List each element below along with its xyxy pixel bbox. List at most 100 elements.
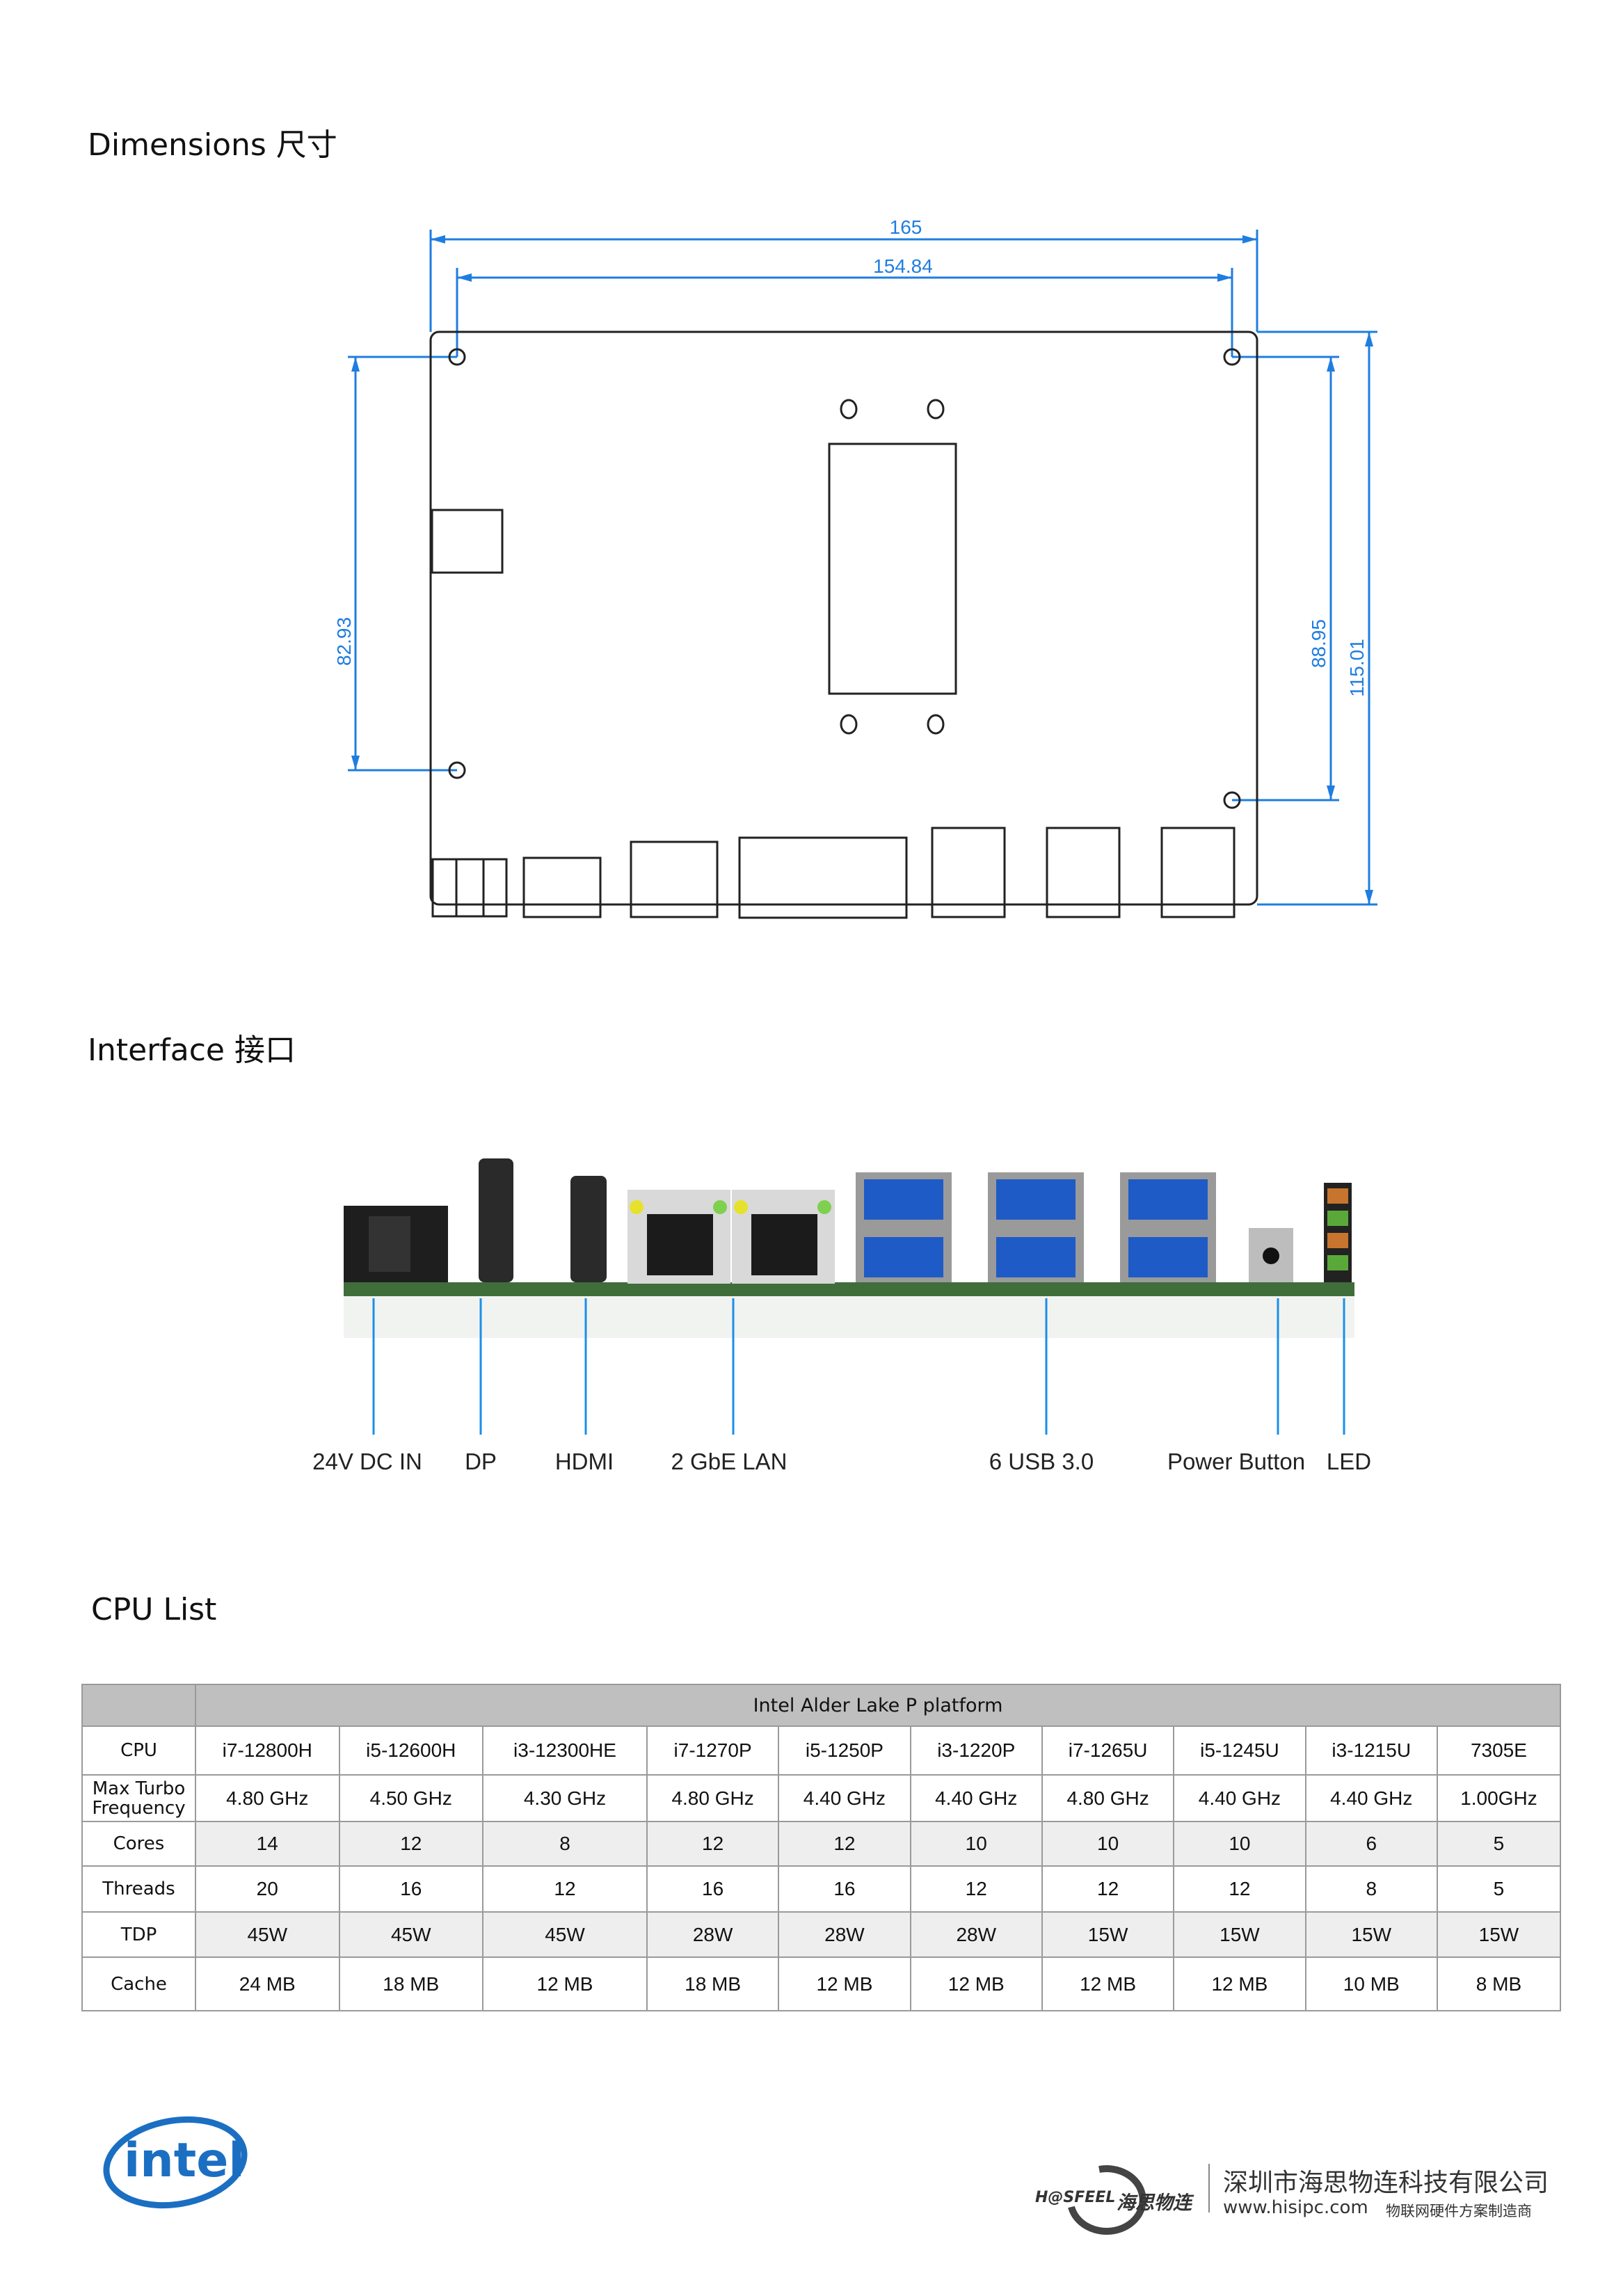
dimensions-heading: Dimensions 尺寸	[88, 127, 337, 163]
table-cell: 12	[778, 1821, 911, 1867]
table-cell: 12 MB	[1173, 1956, 1306, 2011]
row-label: Max Turbo Frequency	[81, 1774, 196, 1822]
table-cell: 28W	[778, 1911, 911, 1958]
svg-text:H@SFEEL: H@SFEEL	[1035, 2189, 1115, 2206]
table-cell: 16	[338, 1865, 484, 1913]
dimension-lines	[348, 230, 1377, 906]
table-cell: 12	[482, 1865, 648, 1913]
label-usb: 6 USB 3.0	[989, 1449, 1094, 1474]
label-dp: DP	[465, 1449, 497, 1474]
sim-slot	[431, 509, 504, 574]
table-cell: i7-1265U	[1041, 1725, 1175, 1776]
dim-115-label: 115.01	[1346, 639, 1368, 697]
table-cell: 10	[1173, 1821, 1306, 1867]
table-cell: 28W	[909, 1911, 1043, 1958]
table-cell: 4.30 GHz	[482, 1774, 648, 1822]
table-cell: 5	[1436, 1821, 1562, 1867]
label-power-button: Power Button	[1167, 1449, 1306, 1474]
table-cell: i3-1215U	[1304, 1725, 1438, 1776]
usb-outline	[931, 827, 1006, 918]
board-dimension-drawing: 165 154.84 82.93 88.95 115.01	[333, 216, 1377, 919]
cpu-list-heading: CPU List	[91, 1592, 217, 1627]
company-slogan: 物联网硬件方案制造商	[1386, 2203, 1532, 2219]
svg-text:intel: intel	[124, 2133, 245, 2188]
table-cell: i7-1270P	[646, 1725, 780, 1776]
table-cell: 8 MB	[1436, 1956, 1562, 2011]
table-cell: 28W	[646, 1911, 780, 1958]
table-cell: 12	[1041, 1865, 1175, 1913]
dc-jack-outline	[431, 858, 508, 918]
callout-lines	[372, 1298, 1345, 1435]
table-cell: 12	[338, 1821, 484, 1867]
table-cell: 12 MB	[482, 1956, 648, 2011]
table-cell: 6	[1304, 1821, 1438, 1867]
table-cell: 5	[1436, 1865, 1562, 1913]
table-cell: 4.40 GHz	[778, 1774, 911, 1822]
table-cell: 15W	[1436, 1911, 1562, 1958]
table-cell: 4.50 GHz	[338, 1774, 484, 1822]
cpu-area	[828, 443, 957, 695]
table-cell: 10	[909, 1821, 1043, 1867]
table-cell: 12	[1173, 1865, 1306, 1913]
table-cell: 15W	[1173, 1911, 1306, 1958]
usb-ports	[856, 1172, 1216, 1282]
lan-outline	[738, 836, 908, 919]
dp-outline	[630, 840, 719, 918]
row-label: Threads	[81, 1865, 196, 1913]
table-cell: 4.80 GHz	[646, 1774, 780, 1822]
table-cell: i5-1245U	[1173, 1725, 1306, 1776]
table-cell: 8	[1304, 1865, 1438, 1913]
interface-heading: Interface 接口	[88, 1033, 296, 1068]
table-cell: 10	[1041, 1821, 1175, 1867]
label-lan: 2 GbE LAN	[671, 1449, 787, 1474]
table-cell: 7305E	[1436, 1725, 1562, 1776]
intel-logo: intel	[103, 2116, 248, 2209]
table-cell: 12 MB	[1041, 1956, 1175, 2011]
label-led: LED	[1326, 1449, 1372, 1474]
table-cell: 16	[646, 1865, 780, 1913]
company-name: 深圳市海思物连科技有限公司	[1223, 2169, 1549, 2197]
dp-connector	[479, 1158, 513, 1282]
table-header-row: Intel Alder Lake P platform	[81, 1684, 1561, 1727]
table-cell: 12	[646, 1821, 780, 1867]
row-label: TDP	[81, 1911, 196, 1958]
table-cell: 4.40 GHz	[909, 1774, 1043, 1822]
svg-text:海思物连: 海思物连	[1117, 2192, 1194, 2214]
table-cell: 20	[195, 1865, 340, 1913]
label-hdmi: HDMI	[554, 1449, 614, 1474]
table-cell: 10 MB	[1304, 1956, 1438, 2011]
table-cell: 4.80 GHz	[195, 1774, 340, 1822]
company-website[interactable]: www.hisipc.com	[1223, 2197, 1368, 2218]
row-label: Cores	[81, 1821, 196, 1867]
table-cell: i5-12600H	[338, 1725, 484, 1776]
table-cell: 1.00GHz	[1436, 1774, 1562, 1822]
table-cell: i3-12300HE	[482, 1725, 648, 1776]
io-panel-image	[344, 1158, 1354, 1435]
board-outline	[429, 330, 1258, 919]
table-cell: 18 MB	[338, 1956, 484, 2011]
table-cell: 45W	[338, 1911, 484, 1958]
table-cell: 18 MB	[646, 1956, 780, 2011]
table-cell: 45W	[195, 1911, 340, 1958]
dim-165-label: 165	[890, 216, 922, 238]
table-cell: i5-1250P	[778, 1725, 911, 1776]
table-cell: 24 MB	[195, 1956, 340, 2011]
table-cell: 12 MB	[778, 1956, 911, 2011]
table-cell: 45W	[482, 1911, 648, 1958]
led-indicators	[1324, 1183, 1352, 1282]
row-label: Cache	[81, 1956, 196, 2011]
table-cell: 4.80 GHz	[1041, 1774, 1175, 1822]
label-dc-in: 24V DC IN	[312, 1449, 422, 1474]
pcb-strip	[344, 1282, 1354, 1296]
table-cell: 15W	[1304, 1911, 1438, 1958]
table-cell: 15W	[1041, 1911, 1175, 1958]
